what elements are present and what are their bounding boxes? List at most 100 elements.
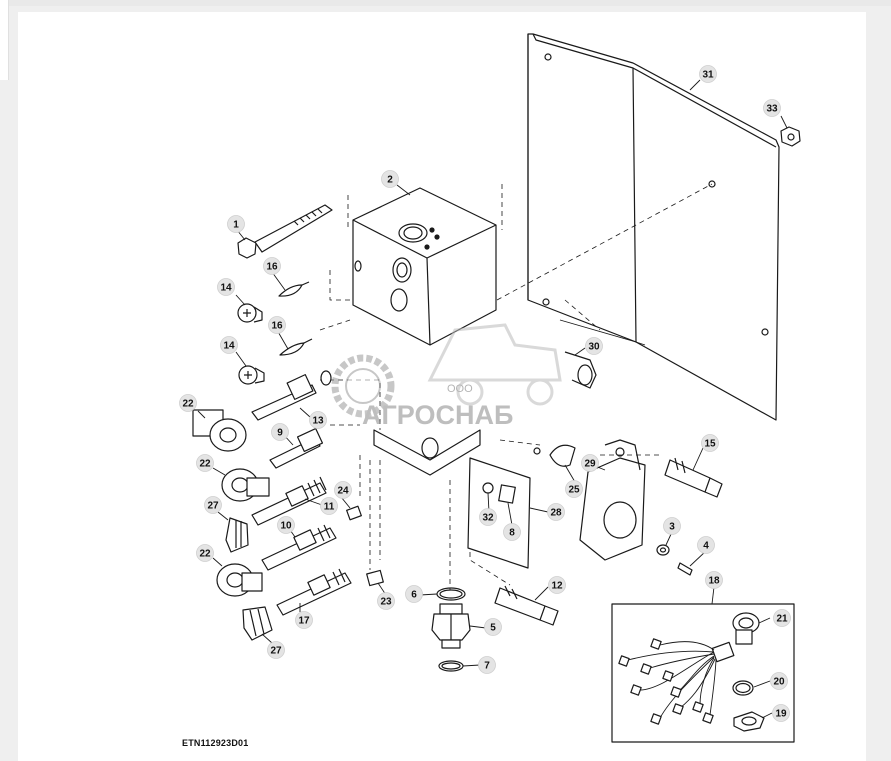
solenoid-coil-1 (192, 409, 247, 452)
panel-plate (527, 33, 780, 421)
callout-17: 17 (295, 611, 313, 629)
callout-circle (773, 609, 791, 627)
callout-27: 27 (267, 641, 285, 659)
diagram-code: ETN112923D01 (182, 738, 249, 748)
callout-32: 32 (479, 508, 497, 526)
callout-circle (263, 257, 281, 275)
callout-9: 9 (271, 423, 289, 441)
callout-6: 6 (405, 585, 423, 603)
bracket-28 (467, 457, 531, 569)
callout-label: 22 (182, 399, 194, 410)
watermark-logo: ООО АГРОСНАБ (331, 323, 562, 430)
callout-label: 16 (271, 321, 283, 332)
callout-16: 16 (263, 257, 281, 275)
callout-circle (503, 523, 521, 541)
callout-label: 6 (411, 590, 417, 601)
construction-lines (319, 183, 713, 590)
callout-label: 24 (337, 486, 349, 497)
callout-4: 4 (697, 536, 715, 554)
callout-circle (220, 336, 238, 354)
callout-10: 10 (277, 516, 295, 534)
callout-label: 21 (776, 614, 788, 625)
valve-block (352, 187, 497, 476)
callout-label: 13 (312, 416, 324, 427)
callout-label: 4 (703, 541, 709, 552)
callout-circle (204, 496, 222, 514)
o-ring-6 (436, 587, 466, 601)
harness-inset (611, 603, 795, 743)
plug-upper (237, 303, 263, 323)
callout-label: 32 (482, 513, 494, 524)
callout-circle (381, 170, 399, 188)
callout-12: 12 (548, 576, 566, 594)
callout-circle (227, 215, 245, 233)
callout-label: 8 (509, 528, 515, 539)
callout-1: 1 (227, 215, 245, 233)
callout-22: 22 (196, 454, 214, 472)
callout-label: 22 (199, 549, 211, 560)
callout-28: 28 (547, 503, 565, 521)
callout-circle (772, 704, 790, 722)
callout-label: 30 (588, 342, 600, 353)
cartridge-valve-13 (251, 370, 332, 421)
callout-label: 10 (280, 521, 292, 532)
fitting-5 (431, 603, 471, 649)
nut-part (780, 126, 801, 147)
callout-circle (565, 480, 583, 498)
bolt (237, 204, 333, 259)
callout-circle (196, 454, 214, 472)
callout-14: 14 (220, 336, 238, 354)
callout-circle (217, 278, 235, 296)
callout-13: 13 (309, 411, 327, 429)
callout-circle (663, 517, 681, 535)
o-ring-7 (438, 660, 464, 672)
cartridge-valve-17 (276, 568, 352, 616)
callout-circle (405, 585, 423, 603)
callout-16: 16 (268, 316, 286, 334)
callout-19: 19 (772, 704, 790, 722)
callout-circle (705, 571, 723, 589)
callout-label: 3 (669, 522, 675, 533)
callout-label: 33 (766, 104, 778, 115)
plug-24 (346, 505, 362, 521)
cartridge-valve-9 (269, 427, 324, 469)
callout-circle (179, 394, 197, 412)
callout-20: 20 (770, 672, 788, 690)
callout-circle (479, 508, 497, 526)
callout-22: 22 (179, 394, 197, 412)
callout-24: 24 (334, 481, 352, 499)
callout-label: 1 (233, 220, 239, 231)
callout-circle (585, 337, 603, 355)
callout-5: 5 (484, 618, 502, 636)
callout-circle (770, 672, 788, 690)
callout-label: 19 (775, 709, 787, 720)
callout-30: 30 (585, 337, 603, 355)
callout-label: 27 (270, 646, 282, 657)
callout-label: 27 (207, 501, 219, 512)
cartridge-valve-10 (261, 524, 337, 571)
callout-label: 11 (324, 502, 335, 513)
callout-circle (267, 641, 285, 659)
top-bar (0, 0, 891, 6)
sensor-15 (664, 457, 723, 498)
washer-3 (656, 544, 670, 556)
callout-circle (268, 316, 286, 334)
callout-label: 2 (387, 175, 393, 186)
callout-31: 31 (699, 65, 717, 83)
side-tab (0, 0, 9, 80)
callout-label: 14 (220, 283, 232, 294)
callout-label: 15 (704, 439, 716, 450)
callout-2: 2 (381, 170, 399, 188)
callout-label: 16 (266, 262, 278, 273)
callout-circle (548, 576, 566, 594)
callout-label: 5 (490, 623, 496, 634)
callout-label: 9 (277, 428, 283, 439)
callout-14: 14 (217, 278, 235, 296)
callout-21: 21 (773, 609, 791, 627)
callout-29: 29 (581, 454, 599, 472)
sensor-12 (494, 585, 559, 626)
callout-25: 25 (565, 480, 583, 498)
